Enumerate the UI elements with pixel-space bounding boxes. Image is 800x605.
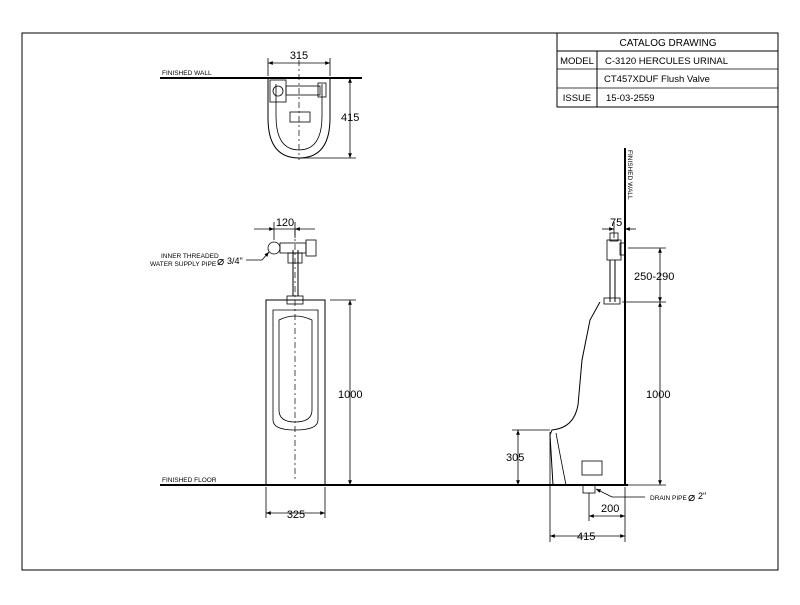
finished-wall-label-top: FINISHED WALL — [162, 70, 212, 77]
issue-label: ISSUE — [563, 93, 592, 104]
finished-wall-label-side: FINISHED WALL — [626, 150, 633, 200]
dim-top-depth: 415 — [341, 112, 359, 124]
supply-label-line1: INNER THREADED — [161, 253, 219, 260]
drain-size: 2" — [698, 491, 706, 501]
dim-side-drain-offset: 200 — [601, 503, 619, 515]
finished-floor-label: FINISHED FLOOR — [162, 477, 217, 484]
drain-label: DRAIN PIPE — [650, 495, 688, 502]
dim-side-valve-offset: 75 — [610, 217, 622, 229]
valve-value: CT457XDUF Flush Valve — [604, 74, 710, 85]
diameter-symbol-supply: ⌀ — [217, 254, 224, 268]
dim-top-width: 315 — [290, 50, 308, 62]
dim-front-width: 325 — [287, 509, 305, 521]
front-view: 120 INNER THREADED WATER SUPPLY PIPE ⌀ 3… — [150, 217, 362, 521]
dim-side-valve-height: 250-290 — [634, 271, 674, 283]
title-block: CATALOG DRAWING MODEL C-3120 HERCULES UR… — [556, 32, 779, 108]
dim-side-height: 1000 — [646, 389, 670, 401]
supply-label-line2: WATER SUPPLY PIPE — [150, 261, 217, 268]
issue-value: 15-03-2559 — [606, 93, 655, 104]
side-view: FINISHED WALL 75 250-290 1000 305 — [506, 148, 706, 543]
supply-size: 3/4" — [227, 256, 243, 266]
model-value: C-3120 HERCULES URINAL — [605, 56, 728, 67]
title-heading: CATALOG DRAWING — [619, 38, 716, 49]
drawing-border — [21, 32, 779, 571]
dim-side-depth: 415 — [577, 531, 595, 543]
dim-side-lip-height: 305 — [506, 452, 524, 464]
dim-front-height: 1000 — [338, 389, 362, 401]
dim-front-supply-offset: 120 — [276, 217, 294, 229]
top-view: FINISHED WALL 315 415 — [160, 50, 362, 160]
model-label: MODEL — [560, 56, 594, 67]
diameter-symbol-drain: ⌀ — [688, 490, 695, 504]
